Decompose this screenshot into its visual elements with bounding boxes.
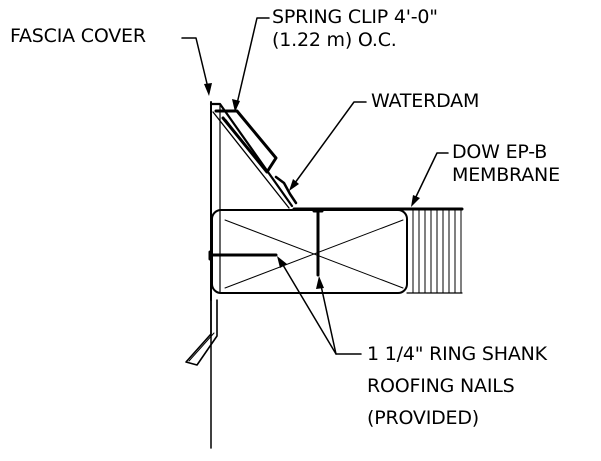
label-waterdam-text: WATERDAM	[371, 90, 480, 112]
wood-nailer	[211, 209, 408, 294]
spring-clip	[214, 109, 278, 174]
label-spring-clip-line1: SPRING CLIP 4'-0"	[272, 6, 438, 28]
label-roofing-nails-line2: ROOFING NAILS	[367, 375, 515, 397]
leader-nails	[277, 256, 362, 355]
label-membrane-line1: DOW EP-B	[452, 141, 548, 163]
label-fascia-cover-text: FASCIA COVER	[10, 25, 146, 47]
leader-spring-clip	[232, 17, 270, 112]
leader-waterdam	[289, 101, 367, 191]
label-membrane-line2: MEMBRANE	[452, 164, 560, 186]
fascia-cover	[185, 102, 294, 366]
roofing-nails	[208, 209, 324, 277]
label-waterdam: WATERDAM	[371, 90, 479, 113]
label-fascia-cover: FASCIA COVER	[10, 25, 146, 48]
label-roofing-nails: 1 1/4" RING SHANK ROOFING NAILS (PROVIDE…	[367, 338, 547, 434]
label-spring-clip-line2: (1.22 m) O.C.	[272, 29, 397, 51]
label-membrane: DOW EP-B MEMBRANE	[452, 141, 560, 187]
label-roofing-nails-line3: (PROVIDED)	[367, 407, 479, 429]
waterdam	[274, 175, 298, 205]
leader-fascia-cover	[181, 37, 212, 96]
label-spring-clip: SPRING CLIP 4'-0" (1.22 m) O.C.	[272, 6, 438, 52]
label-roofing-nails-line1: 1 1/4" RING SHANK	[367, 343, 547, 365]
insulation-hatch	[406, 208, 463, 294]
leader-membrane	[411, 152, 449, 207]
